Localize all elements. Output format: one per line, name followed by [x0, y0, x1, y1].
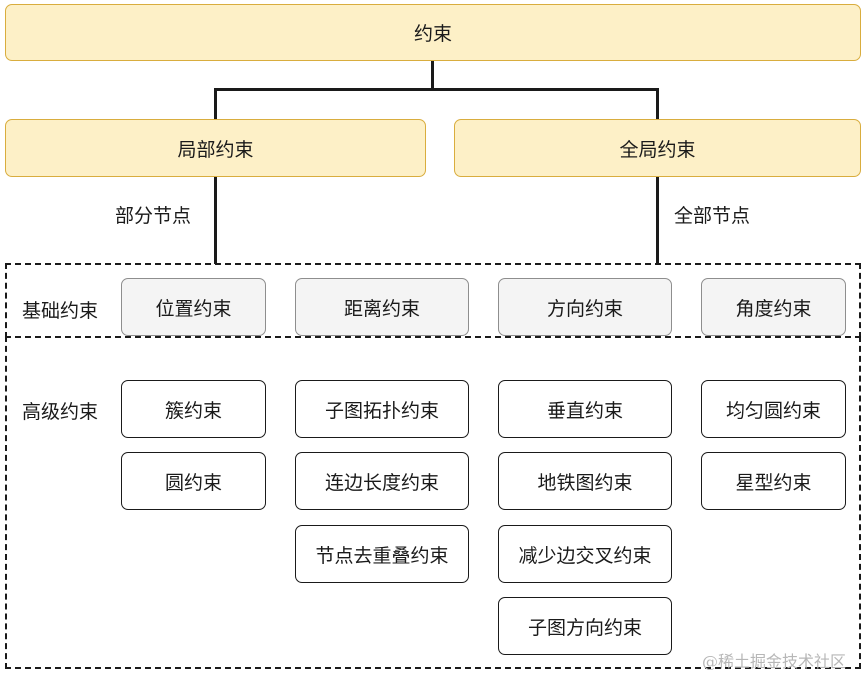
basic-group-label: 基础约束 [22, 300, 99, 322]
basic-item: 位置约束 [121, 278, 266, 336]
advanced-item: 地铁图约束 [498, 452, 672, 510]
local-constraint-node: 局部约束 [5, 119, 426, 177]
advanced-item: 圆约束 [121, 452, 266, 510]
advanced-item: 减少边交叉约束 [498, 525, 672, 583]
advanced-item: 星型约束 [701, 452, 846, 510]
watermark: @稀土掘金技术社区 [702, 652, 847, 671]
basic-item: 方向约束 [498, 278, 672, 336]
connector-horizontal [214, 88, 658, 91]
advanced-item: 节点去重叠约束 [295, 525, 469, 583]
advanced-item: 簇约束 [121, 380, 266, 438]
connector-local-down [214, 176, 217, 264]
advanced-constraints-group [5, 336, 861, 669]
advanced-group-label: 高级约束 [22, 401, 99, 423]
global-constraint-node: 全局约束 [454, 119, 861, 177]
advanced-item: 连边长度约束 [295, 452, 469, 510]
advanced-item: 子图方向约束 [498, 597, 672, 655]
global-edge-label: 全部节点 [674, 205, 751, 227]
advanced-item: 垂直约束 [498, 380, 672, 438]
root-node: 约束 [5, 4, 861, 61]
advanced-item: 均匀圆约束 [701, 380, 846, 438]
connector-global-down [656, 176, 659, 264]
local-edge-label: 部分节点 [115, 205, 192, 227]
basic-item: 角度约束 [701, 278, 846, 336]
basic-item: 距离约束 [295, 278, 469, 336]
connector-root-down [431, 61, 434, 90]
connector-to-local [214, 88, 217, 120]
connector-to-global [656, 88, 659, 120]
advanced-item: 子图拓扑约束 [295, 380, 469, 438]
